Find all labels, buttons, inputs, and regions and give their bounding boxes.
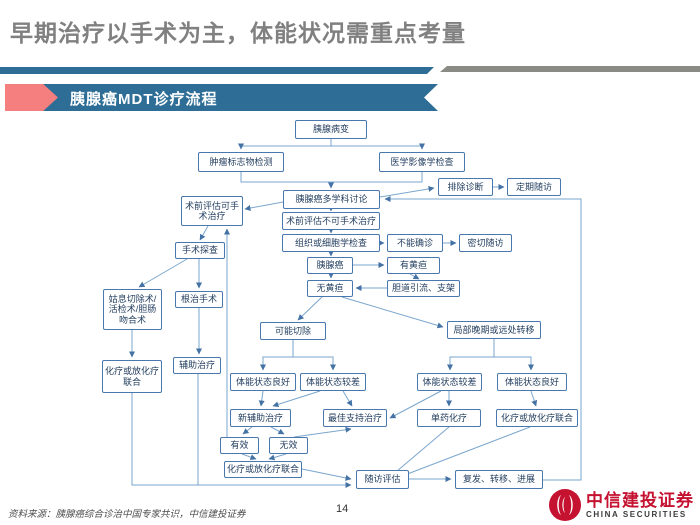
flow-node-ps-poor-right: 体能状态较差 <box>417 373 482 391</box>
flow-node-close-followup: 密切随访 <box>459 234 512 252</box>
source-note: 资料来源：胰腺癌综合诊治中国专家共识，中信建投证券 <box>8 509 246 520</box>
flow-node-palliative: 姑息切除术/活检术/胆肠吻合术 <box>103 289 162 330</box>
section-banner-title: 胰腺癌MDT诊疗流程 <box>70 91 218 108</box>
flow-node-ineffective: 无效 <box>269 437 308 454</box>
flow-node-lesion: 胰腺病变 <box>295 120 367 139</box>
flow-node-preop-inoperable: 术前评估不可手术治疗 <box>282 212 380 230</box>
flow-node-unconfirmed: 不能确诊 <box>387 234 443 252</box>
flow-node-histology: 组织或细胞学检查 <box>282 234 380 252</box>
flow-node-followup-eval: 随访评估 <box>356 470 409 489</box>
section-banner <box>18 84 438 111</box>
flow-node-preop-operable: 术前评估可手术治疗 <box>181 196 243 226</box>
logo-name-cn: 中信建投证券 <box>586 490 694 510</box>
page-title: 早期治疗以手术为主，体能状况需重点考量 <box>10 20 466 46</box>
flow-node-jaundice: 有黄疸 <box>387 257 440 274</box>
mdt-flowchart: 胰腺病变 肿瘤标志物检测 医学影像学检查 排除诊断 定期随访 胰腺癌多学科讨论 … <box>0 112 700 502</box>
flow-node-best-support: 最佳支持治疗 <box>323 409 387 427</box>
flow-node-chemo-right: 化疗或放化疗联合 <box>496 409 578 427</box>
flow-node-chemo-left: 化疗或放化疗联合 <box>102 360 162 393</box>
flow-node-ps-good-right: 体能状态良好 <box>497 373 567 391</box>
citic-logo-icon <box>549 489 581 521</box>
flow-node-biliary-drainage: 胆道引流、支架 <box>387 280 460 297</box>
flow-node-possibly-resectable: 可能切除 <box>260 322 326 340</box>
flow-node-neoadjuvant: 新辅助治疗 <box>230 409 291 427</box>
flow-node-radical-surgery: 根治手术 <box>175 291 223 308</box>
separator-blue-bar <box>0 67 434 74</box>
flow-node-effective: 有效 <box>220 437 259 454</box>
flow-node-chemo-bottom: 化疗或放化疗联合 <box>224 461 302 478</box>
flow-node-ps-poor-left: 体能状态较差 <box>300 373 366 391</box>
flow-node-adjuvant: 辅助治疗 <box>173 357 221 374</box>
flow-node-pancreatic-cancer: 胰腺癌 <box>307 257 353 274</box>
flow-connectors <box>129 139 582 488</box>
flow-node-tumor-marker: 肿瘤标志物检测 <box>198 152 284 172</box>
flow-node-imaging: 医学影像学检查 <box>379 152 465 172</box>
logo-name-en: CHINA SECURITIES <box>586 509 687 519</box>
flow-node-advanced-metastasis: 局部晚期或远处转移 <box>447 321 541 339</box>
company-logo: 中信建投证券 CHINA SECURITIES <box>548 488 694 522</box>
flow-node-regular-followup: 定期随访 <box>507 178 561 196</box>
separator-gray-bar <box>440 66 700 72</box>
flow-node-surgical-exploration: 手术探查 <box>175 242 225 259</box>
flow-node-no-jaundice: 无黄疸 <box>307 280 353 297</box>
flow-node-mdt: 胰腺癌多学科讨论 <box>283 190 380 209</box>
flow-node-mono-chemo: 单药化疗 <box>417 409 481 427</box>
flow-node-recurrence: 复发、转移、进展 <box>455 470 543 489</box>
page-number: 14 <box>336 503 349 515</box>
flow-node-exclude-diag: 排除诊断 <box>438 178 493 196</box>
flow-node-ps-good-left: 体能状态良好 <box>230 373 296 391</box>
